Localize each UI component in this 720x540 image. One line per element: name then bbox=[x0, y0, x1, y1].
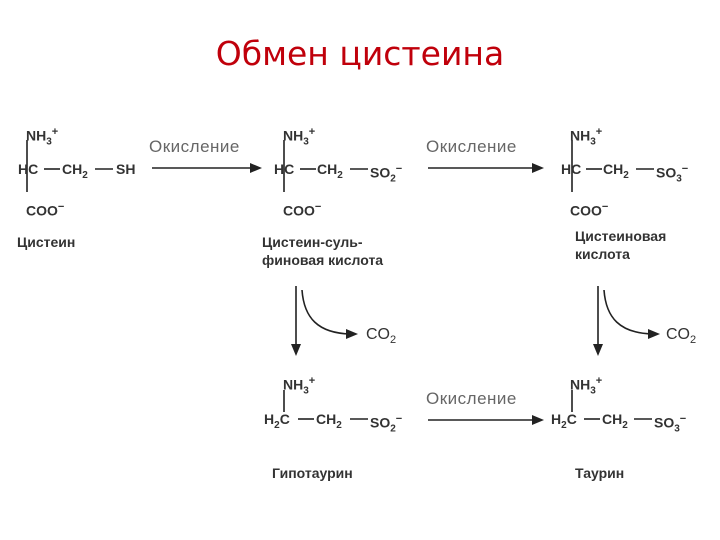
cysteine-hc: HC bbox=[18, 161, 39, 177]
cysteine-sh: SH bbox=[116, 161, 136, 177]
taurine-so3: SO3− bbox=[654, 413, 687, 435]
cysteic-coo: COO− bbox=[570, 201, 609, 219]
taurine-name: Таурин bbox=[575, 465, 625, 481]
arrowhead bbox=[346, 329, 358, 339]
oxidation-label-1: Окисление bbox=[149, 137, 240, 156]
cysteic-ch2: CH2 bbox=[603, 161, 629, 181]
csa-hc: HC bbox=[274, 161, 295, 177]
cysteine-coo: COO− bbox=[26, 201, 65, 219]
csa-name: Цистеин-суль-финовая кислота bbox=[262, 234, 384, 268]
co2-label-2: CO2 bbox=[666, 326, 697, 347]
cysteine-nh3: NH3+ bbox=[26, 126, 59, 148]
cysteine-ch2: CH2 bbox=[62, 161, 88, 181]
hypotaurine-ch2: CH2 bbox=[316, 411, 342, 431]
taurine-h2c: H2C bbox=[551, 411, 577, 431]
arrowhead bbox=[648, 329, 660, 339]
arrowhead bbox=[532, 163, 544, 173]
arrowhead bbox=[593, 344, 603, 356]
taurine-ch2: CH2 bbox=[602, 411, 628, 431]
oxidation-label-3: Окисление bbox=[426, 389, 517, 408]
csa-nh3: NH3+ bbox=[283, 126, 316, 148]
slide-title: Обмен цистеина bbox=[215, 34, 505, 73]
csa-so2: SO2− bbox=[370, 163, 403, 185]
cysteic-nh3: NH3+ bbox=[570, 126, 603, 148]
hypotaurine-h2c: H2C bbox=[264, 411, 290, 431]
csa-ch2: CH2 bbox=[317, 161, 343, 181]
cysteic-hc: HC bbox=[561, 161, 582, 177]
hypotaurine-so2: SO2− bbox=[370, 413, 403, 435]
cysteic-so3: SO3− bbox=[656, 163, 689, 185]
arrowhead bbox=[291, 344, 301, 356]
arrowhead bbox=[532, 415, 544, 425]
hypotaurine-nh3: NH3+ bbox=[283, 375, 316, 397]
co2-label-1: CO2 bbox=[366, 326, 397, 347]
co2-curve-2 bbox=[603, 289, 653, 335]
arrowhead bbox=[250, 163, 262, 173]
cysteine-name: Цистеин bbox=[17, 234, 76, 250]
taurine-nh3: NH3+ bbox=[570, 375, 603, 397]
oxidation-label-2: Окисление bbox=[426, 137, 517, 156]
co2-curve-1 bbox=[301, 289, 351, 335]
hypotaurine-name: Гипотаурин bbox=[272, 465, 353, 481]
csa-coo: COO− bbox=[283, 201, 322, 219]
